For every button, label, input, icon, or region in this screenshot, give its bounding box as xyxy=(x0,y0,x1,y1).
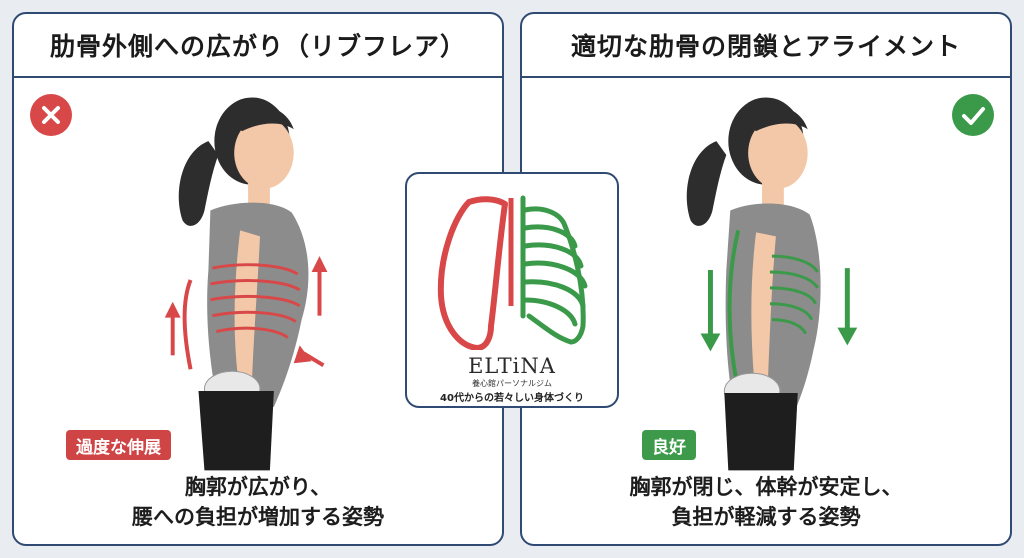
caption-line-2: 腰への負担が増加する姿勢 xyxy=(132,505,384,529)
cross-icon xyxy=(30,94,72,136)
ribcage-icon xyxy=(437,195,588,350)
ribcage-logo-card: ELTiNA 養心館パーソナルジム 40代からの若々しい身体づくり xyxy=(405,172,619,408)
check-icon xyxy=(952,94,994,136)
bad-posture-illustration xyxy=(164,97,328,471)
caption-line-2: 負担が軽減する姿勢 xyxy=(671,505,861,529)
right-panel-title: 適切な肋骨の閉鎖とアライメント xyxy=(522,14,1010,78)
good-posture-illustration xyxy=(686,97,858,471)
brand-subtext: 養心館パーソナルジム xyxy=(472,379,552,388)
left-caption: 胸郭が広がり、 腰への負担が増加する姿勢 xyxy=(14,472,502,532)
caption-line-1: 胸郭が閉じ、体幹が安定し、 xyxy=(629,475,903,499)
left-panel-title: 肋骨外側への広がり（リブフレア） xyxy=(14,14,502,78)
brand-tagline: 40代からの若々しい身体づくり xyxy=(440,393,584,404)
status-tag: 良好 xyxy=(642,430,696,460)
caption-line-1: 胸郭が広がり、 xyxy=(184,475,332,499)
status-tag: 過度な伸展 xyxy=(66,430,171,460)
brand-logo: ELTiNA xyxy=(468,354,556,378)
right-caption: 胸郭が閉じ、体幹が安定し、 負担が軽減する姿勢 xyxy=(522,472,1010,532)
